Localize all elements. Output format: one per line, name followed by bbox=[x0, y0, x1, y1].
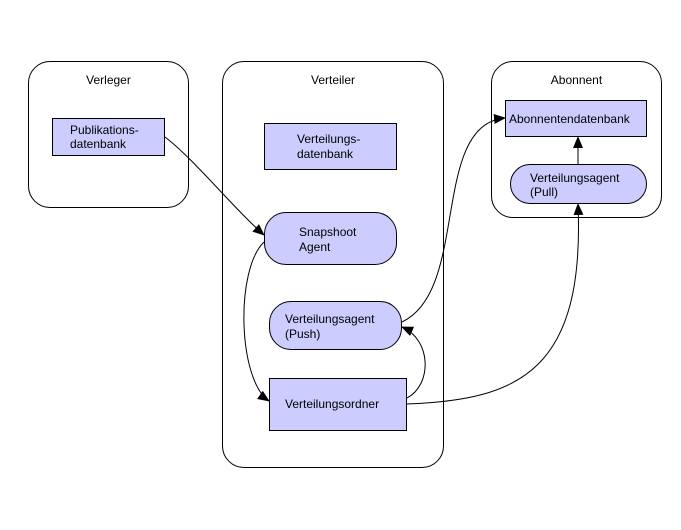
distribution-database-label-1: Verteilungs- bbox=[297, 132, 361, 146]
snapshot-agent-label-2: Agent bbox=[299, 240, 331, 254]
edge-folder-to-push-agent bbox=[401, 326, 426, 399]
edge-folder-to-pull-agent bbox=[406, 203, 584, 405]
edge-push-agent-to-subscriber-db bbox=[401, 114, 506, 323]
snapshot-agent-node[interactable]: Snapshoot Agent bbox=[264, 212, 397, 265]
distribution-agent-push-label-1: Verteilungsagent bbox=[285, 312, 375, 326]
edge-snapshot-to-folder bbox=[243, 241, 270, 402]
distribution-agent-pull-label-2: (Pull) bbox=[530, 185, 559, 199]
distribution-agent-pull-node[interactable]: Verteilungsagent (Pull) bbox=[510, 164, 647, 204]
distributor-zone-title: Verteiler bbox=[310, 73, 356, 87]
publication-database-node[interactable]: Publikations- datenbank bbox=[52, 118, 165, 156]
distribution-agent-push-label-2: (Push) bbox=[285, 327, 321, 341]
publication-database-label-2: datenbank bbox=[70, 137, 127, 151]
distribution-folder-node[interactable]: Verteilungsordner bbox=[269, 378, 407, 431]
subscriber-zone-title: Abonnent bbox=[550, 73, 603, 87]
edge-publication-to-snapshot bbox=[164, 136, 265, 236]
distribution-database-node[interactable]: Verteilungs- datenbank bbox=[264, 123, 397, 170]
distribution-folder-label: Verteilungsordner bbox=[285, 397, 380, 411]
subscriber-database-label: Abonnentendatenbank bbox=[509, 112, 630, 126]
distribution-agent-push-node[interactable]: Verteilungsagent (Push) bbox=[269, 301, 402, 350]
subscriber-database-node[interactable]: Abonnentendatenbank bbox=[505, 100, 647, 137]
distribution-database-label-2: datenbank bbox=[297, 147, 354, 161]
distribution-agent-pull-label-1: Verteilungsagent bbox=[530, 171, 620, 185]
publisher-zone-title: Verleger bbox=[86, 73, 131, 87]
publication-database-label-1: Publikations- bbox=[70, 123, 139, 137]
snapshot-agent-label-1: Snapshoot bbox=[299, 225, 357, 239]
